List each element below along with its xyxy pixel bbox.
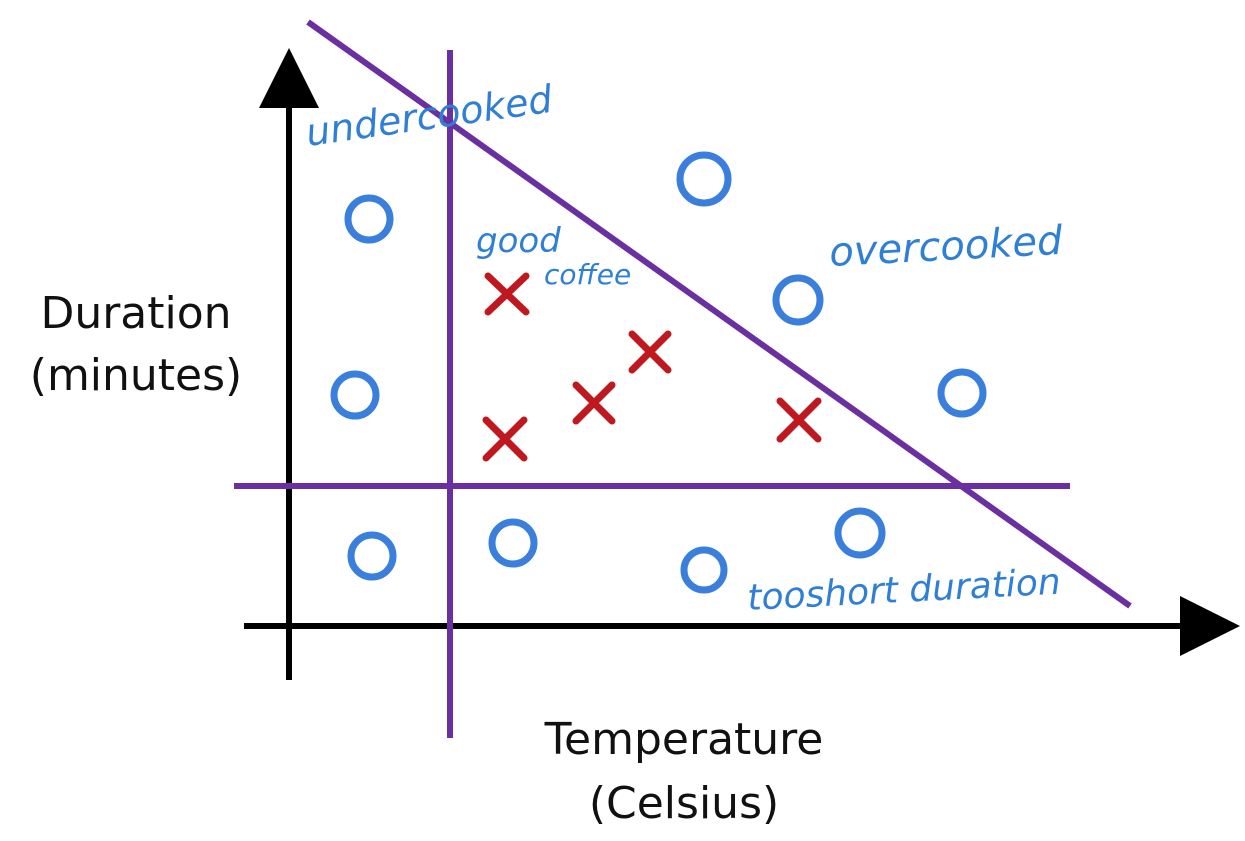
cross-marker bbox=[572, 381, 616, 425]
x-axis-label-line1: Temperature bbox=[544, 714, 824, 765]
good-coffee-annotation-line1: good bbox=[476, 221, 561, 261]
circle-marker bbox=[834, 507, 886, 559]
positive-examples bbox=[482, 272, 822, 462]
y-axis-label-line1: Duration bbox=[40, 288, 231, 339]
cross-marker bbox=[482, 416, 528, 462]
circle-marker bbox=[330, 370, 380, 420]
circle-marker bbox=[347, 531, 397, 581]
y-axis-label-line2: (minutes) bbox=[30, 350, 242, 401]
too-short-duration-annotation: tooshort duration bbox=[746, 562, 1061, 619]
good-coffee-annotation-line2: coffee bbox=[544, 258, 631, 291]
undercooked-annotation: undercooked bbox=[303, 77, 556, 155]
cross-marker bbox=[484, 272, 530, 316]
x-axis-label-line2: (Celsius) bbox=[589, 778, 779, 829]
diagonal-boundary bbox=[306, 19, 1132, 609]
cross-marker bbox=[628, 330, 672, 374]
circle-marker bbox=[676, 151, 732, 207]
circle-marker bbox=[680, 546, 728, 594]
negative-examples bbox=[330, 151, 987, 594]
circle-marker bbox=[344, 194, 394, 244]
cross-marker bbox=[776, 397, 822, 443]
circle-marker bbox=[772, 274, 824, 326]
circle-marker bbox=[937, 368, 987, 418]
circle-marker bbox=[488, 518, 538, 568]
overcooked-annotation: overcooked bbox=[828, 218, 1064, 276]
